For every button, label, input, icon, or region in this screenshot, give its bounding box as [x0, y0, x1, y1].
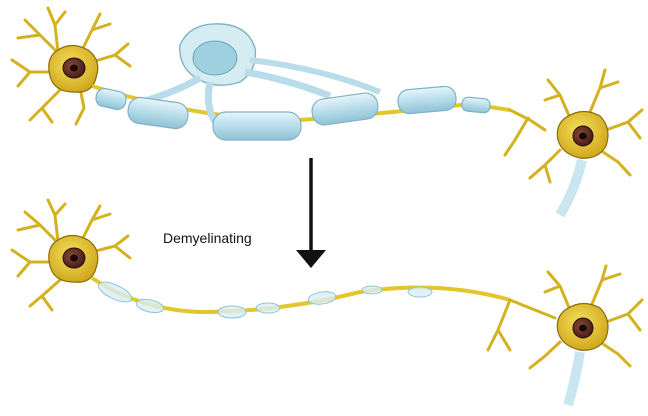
damaged-myelin	[96, 278, 432, 318]
myelin-segment	[311, 92, 380, 127]
myelin-sheath-icon	[94, 86, 490, 140]
right-soma-bottom	[557, 303, 608, 350]
demyelinated-neuron	[12, 200, 642, 405]
healthy-neuron	[12, 8, 642, 215]
myelin-segment	[94, 87, 127, 111]
myelin-segment	[213, 112, 301, 140]
myelin-segment	[461, 97, 490, 114]
right-soma	[557, 111, 608, 158]
right-outgoing-axon	[560, 160, 582, 215]
right-outgoing-axon-bottom	[568, 352, 580, 405]
myelin-segment	[397, 86, 457, 115]
left-soma-bottom	[49, 235, 98, 282]
myelin-segment	[126, 96, 189, 130]
down-arrow-icon	[296, 158, 326, 268]
left-soma	[49, 45, 98, 92]
demyelinating-label: Demyelinating	[163, 230, 252, 246]
